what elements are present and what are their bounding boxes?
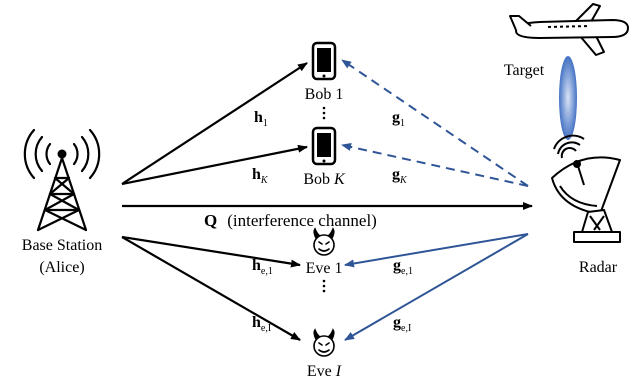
- geI-symbol: g: [393, 314, 401, 331]
- eve1-devil-icon: [313, 227, 335, 256]
- eveI-index: I: [335, 363, 342, 380]
- hK-symbol: h: [252, 166, 261, 183]
- heI-symbol: h: [252, 314, 261, 331]
- h1-symbol: h: [254, 109, 263, 126]
- bobK-label: Bob K: [303, 171, 346, 188]
- label-g1: g1: [392, 109, 405, 129]
- heI-subscript: e,I: [261, 323, 271, 334]
- label-gK: gK: [392, 166, 408, 186]
- radar-beam: [559, 56, 577, 140]
- label-geI: ge,I: [393, 314, 411, 334]
- gK-symbol: g: [392, 166, 400, 183]
- he1-subscript: e,1: [261, 266, 273, 277]
- eve1-index: 1: [334, 260, 342, 277]
- label-Q: Q (interference channel): [204, 211, 377, 230]
- eveI-devil-icon: [313, 328, 335, 357]
- g1-subscript: 1: [400, 118, 405, 129]
- bob1-label: Bob 1: [305, 86, 344, 103]
- g1-symbol: g: [392, 109, 400, 126]
- bobK-phone-icon: [311, 126, 337, 166]
- label-ge1: ge,1: [393, 257, 413, 277]
- base-station-tower-icon: [23, 128, 101, 232]
- link-hK: [121, 144, 308, 186]
- eve1-name: Eve: [306, 260, 331, 277]
- label-he1: he,1: [252, 257, 273, 277]
- eve-ellipsis: [322, 279, 326, 293]
- Q-description: (interference channel): [227, 211, 377, 230]
- he1-symbol: h: [252, 257, 261, 274]
- radar-label: Radar: [579, 259, 618, 276]
- link-gK: [341, 143, 529, 187]
- link-geI: [344, 233, 529, 341]
- link-h1: [121, 62, 308, 185]
- target-label: Target: [504, 62, 545, 79]
- alice-label: (Alice): [39, 259, 84, 276]
- label-heI: he,I: [252, 314, 271, 334]
- geI-subscript: e,I: [401, 323, 411, 334]
- bob1-name: Bob: [305, 86, 332, 103]
- bob-ellipsis: [322, 106, 326, 120]
- link-g1: [341, 59, 529, 187]
- eveI-label: Eve I: [307, 363, 342, 380]
- bobK-index: K: [333, 171, 346, 188]
- eveI-name: Eve: [307, 363, 332, 380]
- base-station-label: Base Station: [22, 237, 102, 254]
- link-heI: [121, 236, 301, 341]
- bob1-index: 1: [335, 86, 343, 103]
- airplane-icon: [509, 3, 629, 56]
- label-hK: hK: [252, 166, 269, 186]
- gK-subscript: K: [399, 175, 408, 186]
- ge1-subscript: e,1: [401, 266, 413, 277]
- eve1-label: Eve 1: [306, 260, 343, 277]
- radar-dish-icon: [551, 134, 621, 243]
- bobK-name: Bob: [303, 171, 330, 188]
- link-ge1: [344, 233, 529, 268]
- h1-subscript: 1: [263, 118, 268, 129]
- hK-subscript: K: [260, 175, 269, 186]
- link-he1: [121, 235, 301, 268]
- label-h1: h1: [254, 109, 268, 129]
- Q-symbol: Q: [204, 211, 217, 230]
- bob1-phone-icon: [311, 41, 337, 81]
- ge1-symbol: g: [393, 257, 401, 274]
